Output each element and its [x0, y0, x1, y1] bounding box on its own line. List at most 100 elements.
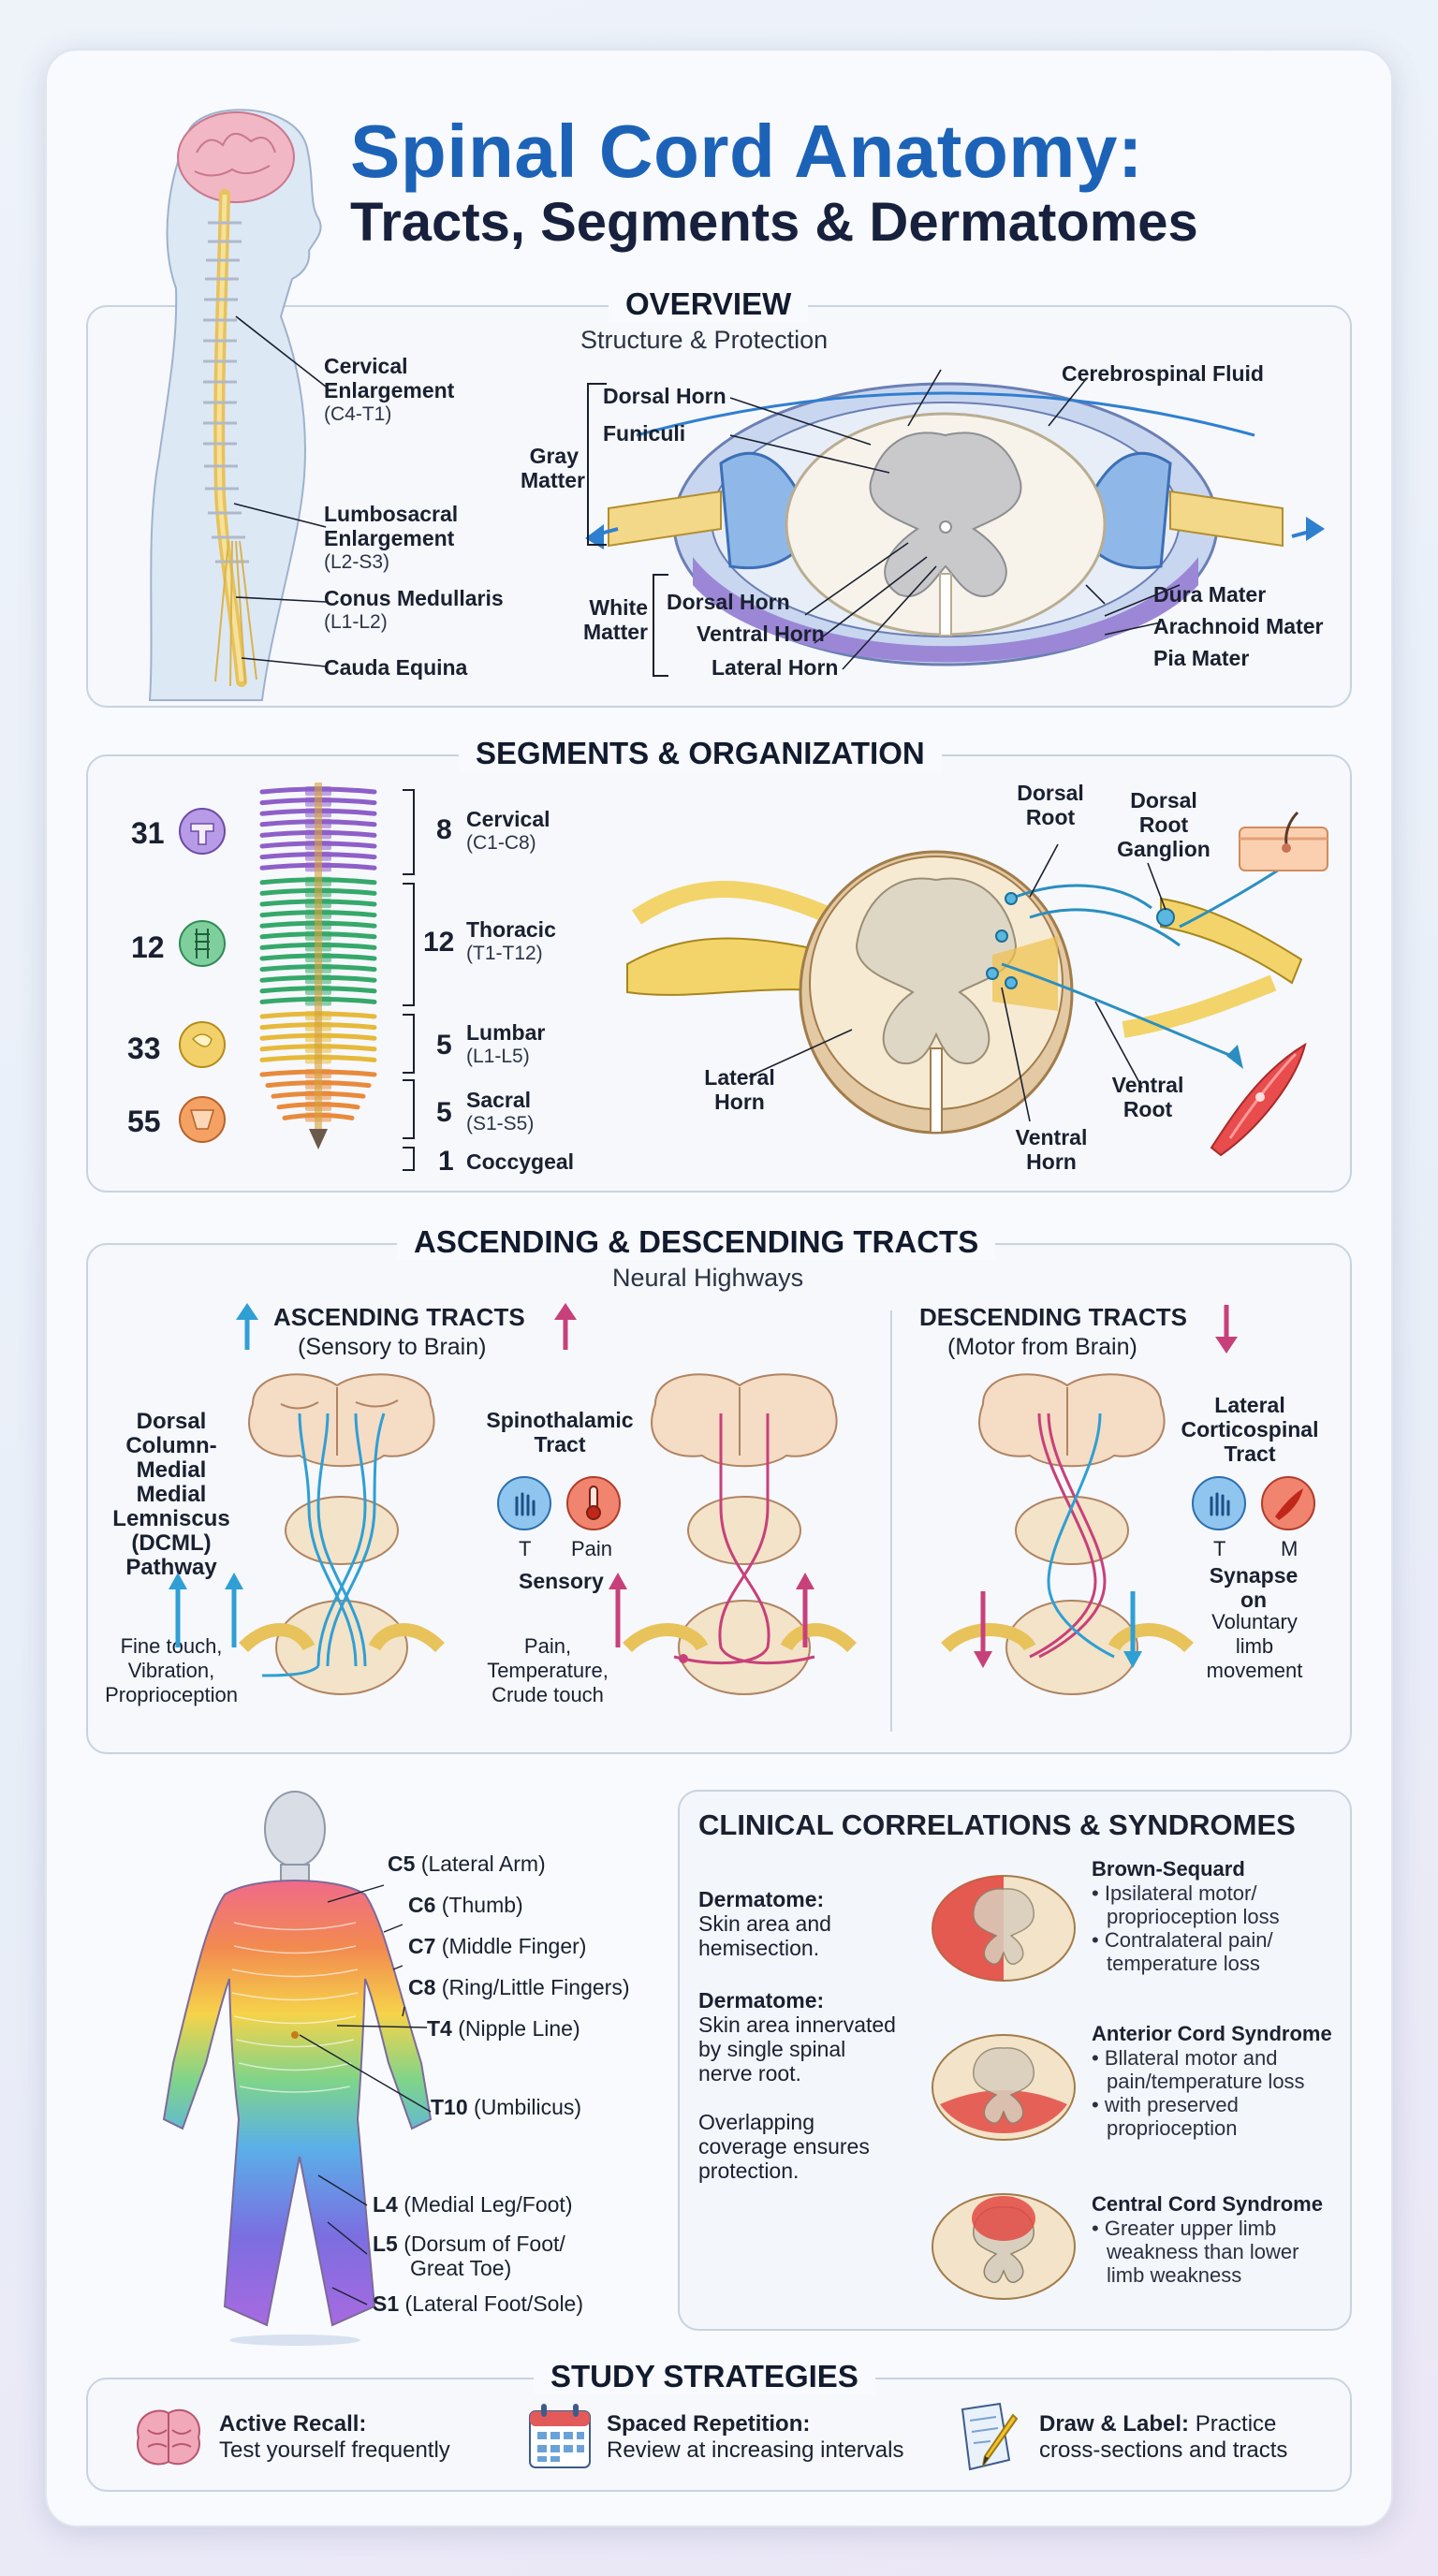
segmented-spinal-column: [259, 783, 377, 1149]
ascending-title: ASCENDING TRACTS: [273, 1303, 525, 1331]
touch-pain-icons: [497, 1476, 621, 1530]
dura-mater-label: Dura Mater: [1153, 582, 1267, 607]
coccygeal-group-label: Coccygeal: [466, 1149, 575, 1174]
segment-count-1: 31: [131, 816, 165, 850]
vertebra-icon: [179, 808, 226, 855]
anterior-cord-section: [932, 2034, 1076, 2141]
sacral-group-label: Sacral (S1-S5): [466, 1088, 535, 1134]
spinothalamic-title: Spinothalamic Tract: [486, 1408, 634, 1456]
white-matter-label: White Matter: [582, 595, 648, 644]
muscle-icon: [1261, 1476, 1315, 1530]
dcml-pathway-diagram: [169, 1373, 445, 1695]
calendar-icon: [529, 2404, 591, 2468]
drg-label: Dorsal Root Ganglion: [1117, 788, 1211, 861]
central-cord-section: [932, 2193, 1076, 2300]
study-panel: [86, 2378, 1352, 2492]
brown-sequard-section: [932, 1875, 1076, 1982]
thoracic-count: 12: [423, 927, 455, 958]
body-silhouette-spine: [148, 109, 327, 701]
brown-sequard-bullet-1: • Ipsilateral motor/ proprioception loss: [1092, 1881, 1280, 1928]
tracts-divider: [890, 1310, 892, 1732]
csf-label: Cerebrospinal Fluid: [1062, 361, 1264, 386]
dermatome-body-figure: [162, 1791, 433, 2346]
segments-title: SEGMENTS & ORGANIZATION: [459, 736, 942, 771]
seg-lateral-horn-label: Lateral Horn: [704, 1065, 775, 1114]
tracts-subtitle: Neural Highways: [612, 1264, 804, 1292]
spino-icon-t: T: [519, 1537, 532, 1560]
seg-ventral-horn-label: Ventral Horn: [1015, 1125, 1088, 1174]
dermatome-s1: S1 (Lateral Foot/Sole): [373, 2291, 584, 2316]
dermatome-t4: T4 (Nipple Line): [427, 2016, 580, 2041]
lcst-title: Lateral Corticospinal Tract: [1181, 1393, 1319, 1466]
spinal-cord-line: [315, 783, 322, 1129]
central-cord-title: Central Cord Syndrome: [1092, 2192, 1323, 2216]
dermatome-c5: C5 (Lateral Arm): [388, 1852, 546, 1876]
thoracic-group-label: Thoracic (T1-T12): [466, 917, 556, 964]
clinical-title: CLINICAL CORRELATIONS & SYNDROMES: [698, 1808, 1296, 1841]
dermatome-c8: C8 (Ring/Little Fingers): [408, 1975, 630, 1999]
ventral-horn-label: Ventral Horn: [697, 622, 825, 646]
lcst-description: Voluntary limb movement: [1206, 1610, 1303, 1682]
active-recall-item: Active Recall: Test yourself frequently: [219, 2411, 450, 2463]
cervical-group-label: Cervical (C1-C8): [466, 807, 550, 854]
overview-subtitle: Structure & Protection: [580, 326, 829, 354]
ribcage-icon: [179, 920, 226, 967]
ascending-subtitle: (Sensory to Brain): [298, 1334, 487, 1360]
ascending-arrow-icons: [236, 1303, 577, 1350]
tracts-title: ASCENDING & DESCENDING TRACTS: [397, 1224, 996, 1260]
ventral-root-label: Ventral Root: [1111, 1073, 1184, 1121]
lcst-icon-m: M: [1281, 1537, 1299, 1560]
skin-icon: [1239, 811, 1328, 871]
touch-icon: [1192, 1476, 1246, 1530]
gray-matter-bracket: [587, 383, 607, 546]
sacrum-icon: [179, 1096, 226, 1143]
clinical-note-1: Dermatome: Skin area and hemisection.: [698, 1887, 831, 1960]
muscle-icon: [1210, 1042, 1307, 1157]
spino-kind: Sensory: [519, 1569, 604, 1593]
spinothalamic-pathway-diagram: [609, 1373, 857, 1695]
touch-icon: [497, 1476, 551, 1530]
cervical-count: 8: [436, 814, 452, 845]
lumbar-count: 5: [436, 1030, 452, 1061]
coccyx: [309, 1129, 328, 1149]
funiculi-label: Funiculi: [603, 421, 686, 446]
cervical-enlargement-label: Cervical Enlargement (C4-T1): [324, 354, 455, 425]
central-cord-bullet-1: • Greater upper limb weakness than lower…: [1092, 2217, 1299, 2287]
thermometer-icon: [566, 1476, 621, 1530]
lumbosacral-enlargement-label: Lumbosacral Enlargement (L2-S3): [324, 502, 459, 573]
touch-muscle-icons: [1192, 1476, 1315, 1530]
cord-segment-with-roots: [626, 843, 1303, 1134]
cord-cross-section: [585, 369, 1325, 670]
gray-matter-label: Gray Matter: [521, 444, 586, 492]
segment-brackets: [403, 789, 415, 1171]
study-title: STUDY STRATEGIES: [534, 2359, 875, 2394]
lcst-icon-t: T: [1213, 1537, 1226, 1560]
clinical-note-2: Dermatome: Skin area innervated by singl…: [698, 1988, 896, 2086]
spaced-repetition-item: Spaced Repetition: Review at increasing …: [607, 2411, 904, 2463]
corticospinal-pathway-diagram: [941, 1373, 1194, 1695]
brown-sequard-title: Brown-Sequard: [1092, 1857, 1245, 1881]
brain-slice: [248, 1373, 435, 1468]
segment-count-3: 33: [127, 1032, 161, 1065]
white-dorsal-horn-label: Dorsal Horn: [667, 590, 790, 614]
dermatome-c6: C6 (Thumb): [408, 1893, 523, 1917]
white-matter-bracket: [653, 574, 668, 677]
lumbar-icon: [179, 1021, 226, 1068]
draw-label-item: Draw & Label: Practice cross-sections an…: [1039, 2411, 1288, 2463]
brain-icon: [136, 2408, 201, 2466]
dermatome-t10: T10 (Umbilicus): [431, 2095, 582, 2119]
anterior-cord-bullet-1: • Bllateral motor and pain/temperature l…: [1092, 2046, 1305, 2093]
brown-sequard-bullet-2: • Contralateral pain/ temperature loss: [1092, 1928, 1273, 1975]
clinical-note-3: Overlapping coverage ensures protection.: [698, 2110, 870, 2183]
lateral-horn-label: Lateral Horn: [712, 655, 839, 680]
dcml-label: Dorsal Column- Medial Medial Lemniscus (…: [112, 1409, 230, 1580]
segment-count-4: 55: [127, 1105, 161, 1138]
coccygeal-count: 1: [438, 1146, 454, 1177]
anterior-cord-title: Anterior Cord Syndrome: [1092, 2022, 1332, 2045]
pencil-icon: [961, 2402, 1019, 2471]
dorsal-root-label: Dorsal Root: [1017, 781, 1084, 829]
dcml-description: Fine touch, Vibration, Proprioception: [105, 1634, 238, 1706]
dermatome-l4: L4 (Medial Leg/Foot): [373, 2192, 573, 2217]
page-title: Spinal Cord Anatomy:: [350, 110, 1144, 193]
lcst-note: Synapse on: [1209, 1563, 1299, 1612]
